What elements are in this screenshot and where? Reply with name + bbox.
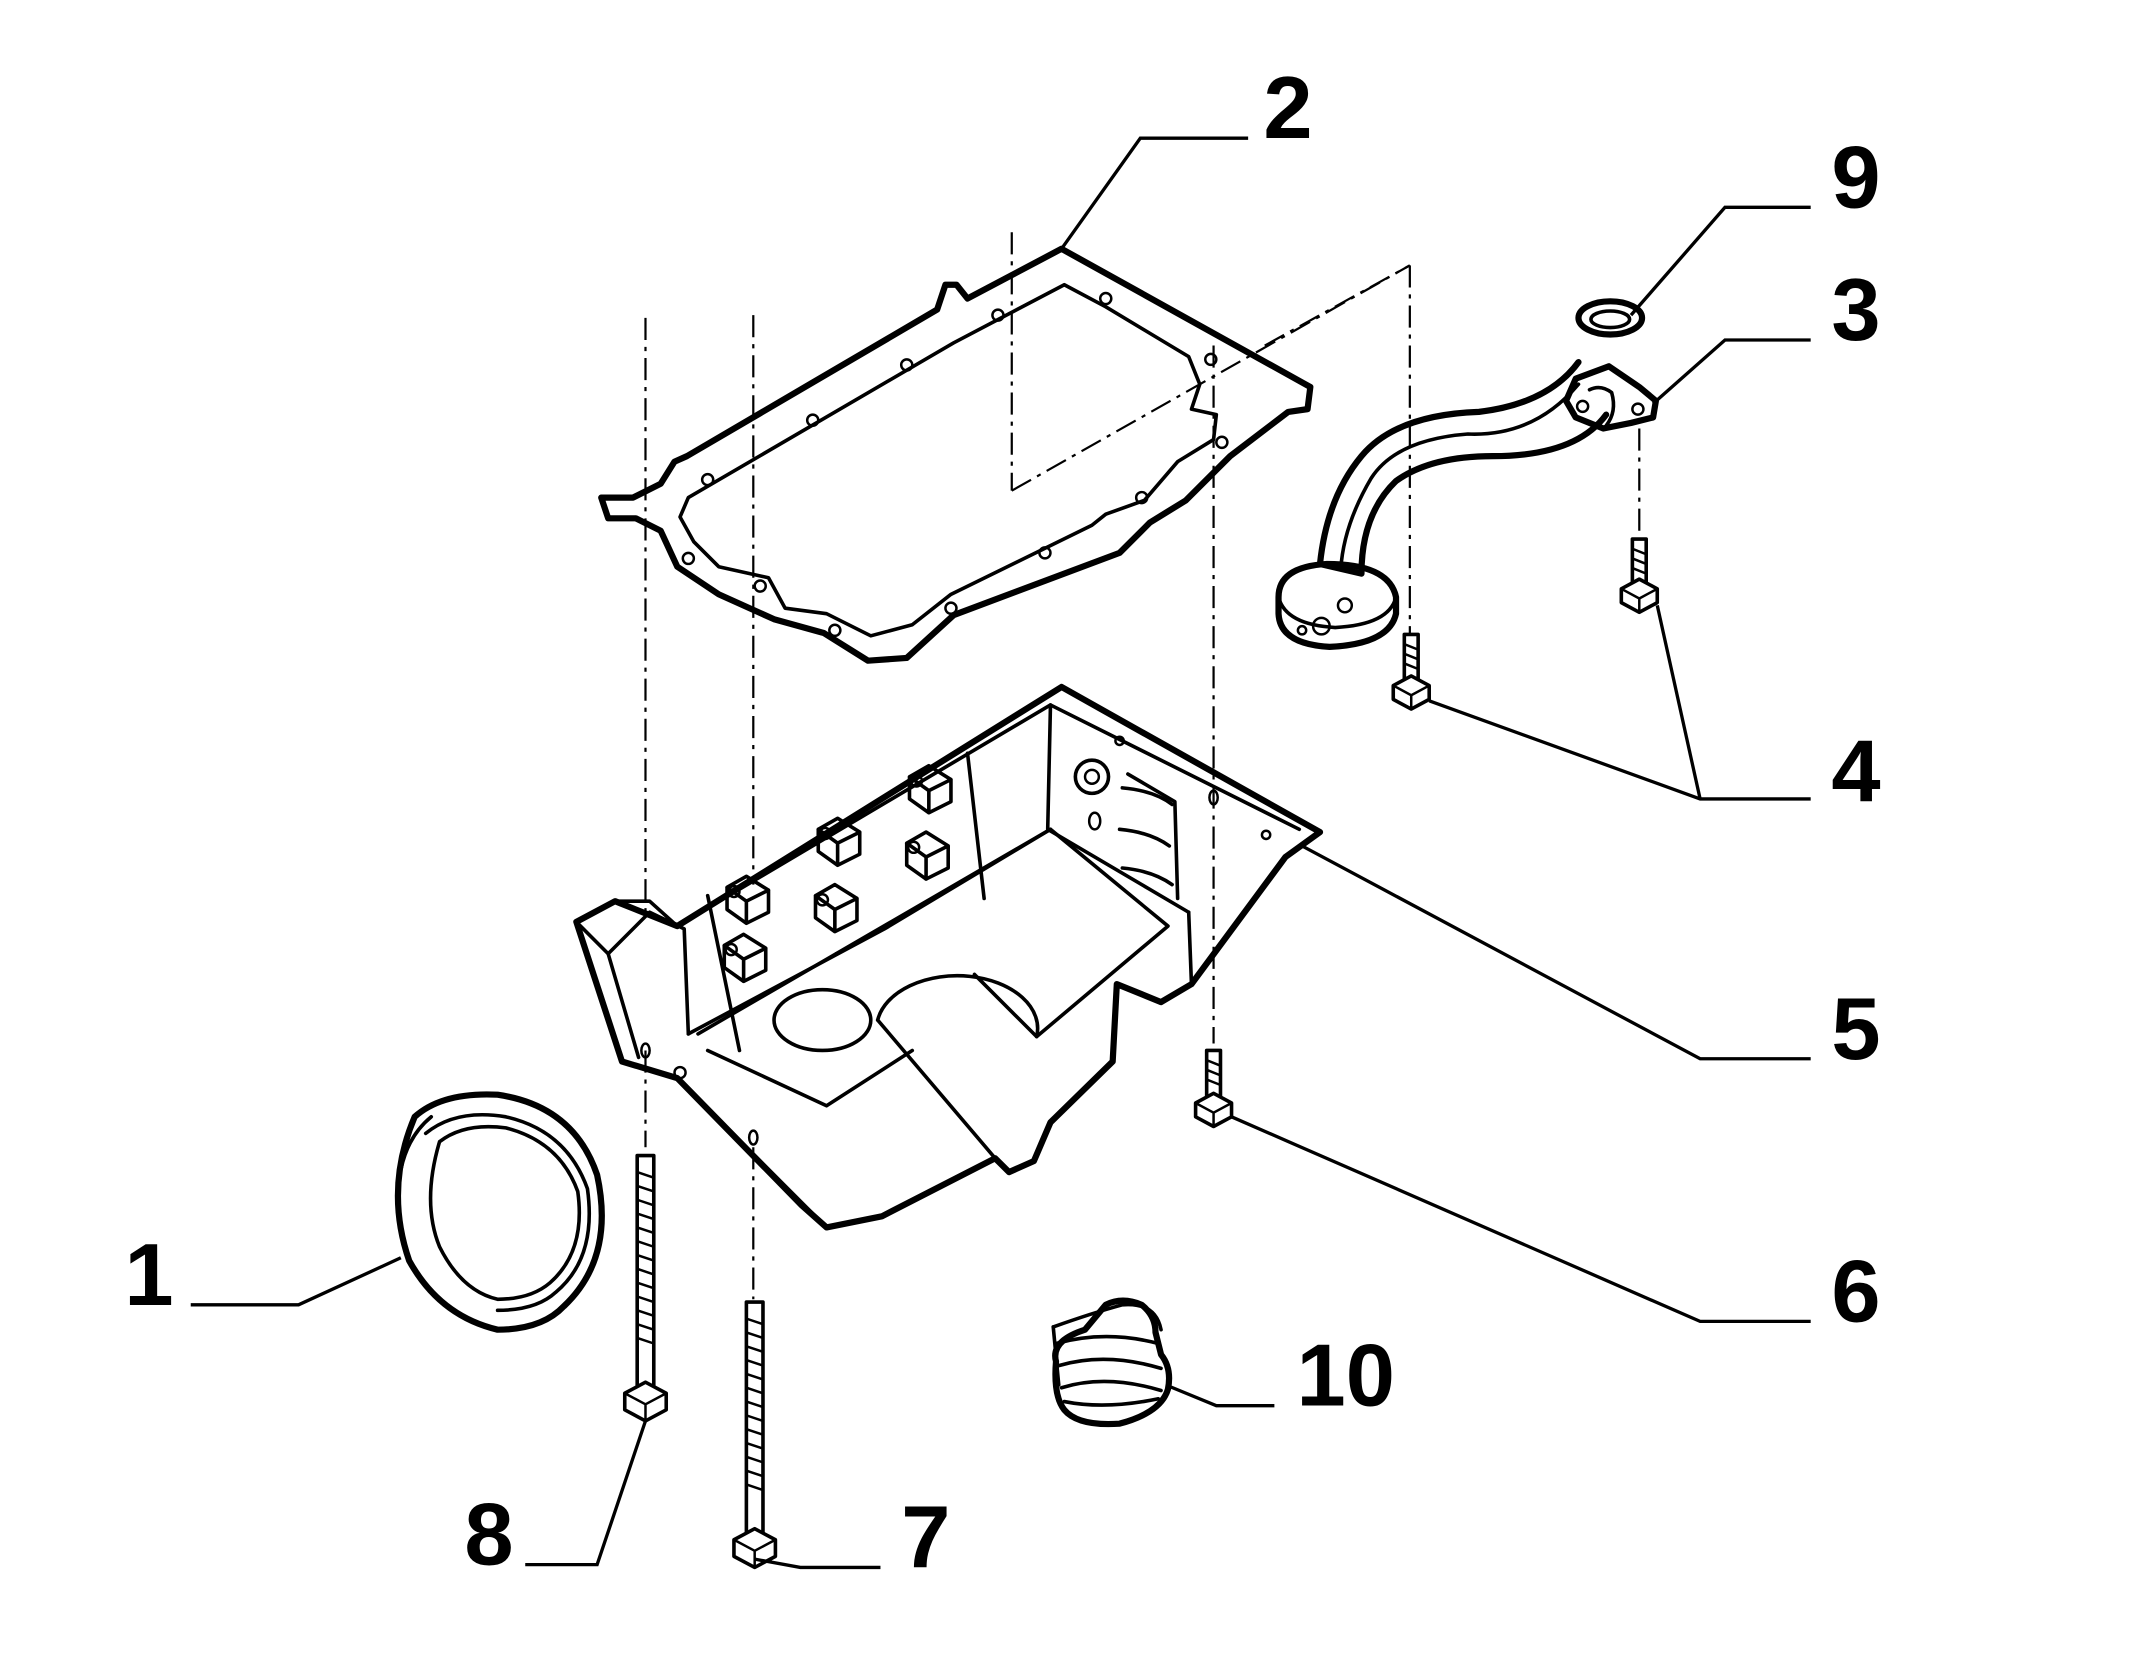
- pickup-bolt-right: [1619, 537, 1660, 615]
- callout-labels: 1 2 3 4 5 6 7 8 9 10: [124, 58, 1880, 1586]
- drain-plug: [1051, 1297, 1173, 1428]
- leader-lines: [190, 136, 1811, 1570]
- pickup-bolt-left: [1391, 632, 1431, 711]
- gasket-bolt-holes: [681, 291, 1229, 638]
- pan-mount-bosses: [722, 763, 953, 984]
- callout-8: 8: [464, 1485, 513, 1584]
- pickup-seal-ring: [1575, 298, 1646, 338]
- crankshaft-seal: [394, 1091, 605, 1333]
- callout-9: 9: [1831, 127, 1880, 226]
- pan-bolt-holes: [640, 735, 1272, 1146]
- callout-3: 3: [1831, 260, 1880, 359]
- callout-1: 1: [124, 1225, 173, 1324]
- callout-4: 4: [1831, 722, 1880, 821]
- long-bolt-8: [622, 1153, 669, 1423]
- pan-flange-bolt: [1193, 1048, 1234, 1129]
- callout-6: 6: [1831, 1241, 1880, 1340]
- oil-pan-gasket: [598, 245, 1314, 664]
- callout-2: 2: [1263, 58, 1312, 157]
- oil-pickup-pipe: [1275, 359, 1659, 650]
- oil-pan: [573, 683, 1324, 1231]
- callout-5: 5: [1831, 979, 1880, 1078]
- callout-10: 10: [1297, 1326, 1395, 1425]
- callout-7: 7: [901, 1487, 950, 1586]
- long-bolt-7: [732, 1300, 778, 1570]
